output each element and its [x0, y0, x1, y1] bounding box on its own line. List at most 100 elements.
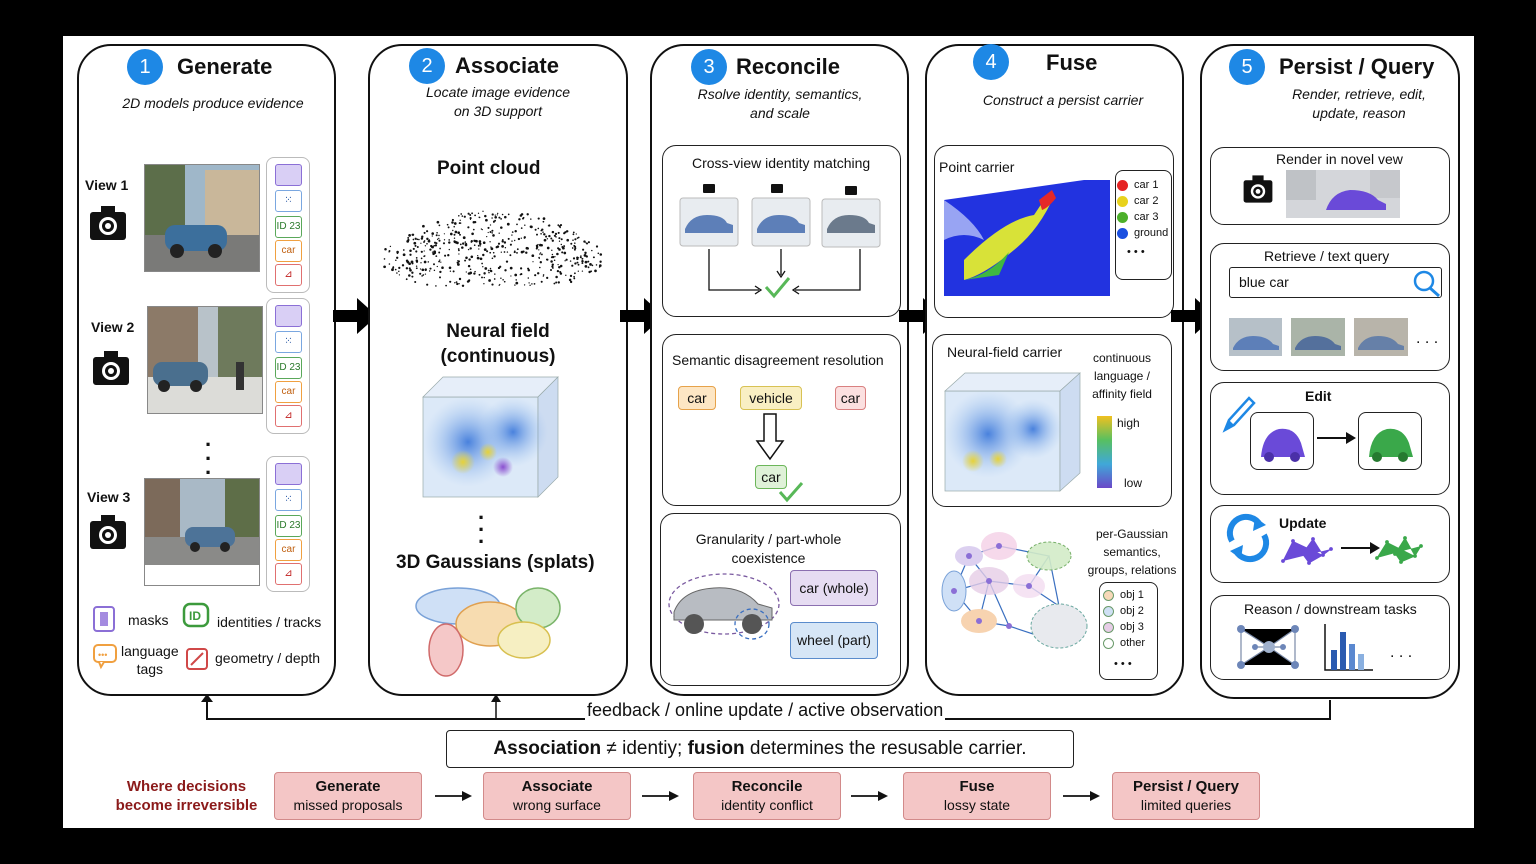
search-icon[interactable]: [1412, 269, 1442, 298]
point-cloud-dot: [489, 231, 492, 233]
point-cloud-dot: [552, 267, 554, 269]
legend-label: car 3: [1134, 211, 1159, 223]
legend-swatch: [1103, 621, 1114, 633]
point-cloud-dot: [449, 232, 453, 236]
point-cloud-dot: [545, 258, 548, 261]
point-cloud-dot: [392, 266, 395, 268]
point-cloud-dot: [581, 257, 584, 260]
point-cloud-dot: [550, 237, 553, 240]
point-cloud-dot: [553, 259, 556, 262]
flow-arrow-1: [333, 298, 377, 334]
point-cloud-dot: [514, 284, 516, 286]
point-cloud-dot: [557, 224, 560, 227]
step-badge-2: 2: [409, 48, 445, 84]
point-cloud-dot: [545, 235, 548, 238]
point-cloud-dot: [396, 256, 399, 259]
point-cloud-dot: [457, 231, 461, 235]
point-cloud-dot: [534, 274, 537, 277]
point-cloud-dot: [402, 253, 406, 257]
check-icon: [764, 277, 791, 299]
point-carrier-illustration: [944, 180, 1110, 296]
point-cloud-dot: [415, 267, 418, 270]
whole-label: car (whole): [790, 570, 878, 606]
legend-item: car 2: [1117, 193, 1168, 209]
point-cloud-dot: [435, 285, 437, 287]
point-cloud-dot: [581, 262, 584, 265]
point-cloud-dot: [565, 274, 567, 277]
point-cloud-dot: [509, 243, 512, 246]
edit-before-car: [1250, 412, 1314, 470]
step-arrow-icon: [642, 791, 679, 801]
bar-chart-icon: [1324, 624, 1373, 671]
point-cloud-dot: [487, 269, 490, 272]
point-cloud-dot: [477, 212, 480, 214]
point-cloud-dot: [498, 216, 501, 219]
point-cloud-dot: [557, 263, 559, 266]
point-cloud-dot: [412, 247, 415, 250]
point-cloud-dot: [448, 239, 451, 241]
point-cloud-dot: [422, 224, 425, 228]
point-cloud-dot: [535, 244, 539, 248]
point-cloud-dot: [451, 221, 454, 224]
neural-desc-line3: affinity field: [1092, 387, 1152, 401]
mask-icon: [275, 305, 302, 327]
text-query-input[interactable]: blue car: [1229, 267, 1442, 298]
point-cloud-dot: [531, 283, 533, 285]
granularity-title-line2: coexistence: [731, 550, 806, 566]
point-cloud-dot: [581, 270, 584, 272]
neural-field-title-line1: Neural field: [446, 321, 550, 342]
point-cloud-dot: [514, 229, 517, 233]
step-arrow-icon: [1063, 791, 1100, 801]
mask-icon: [275, 463, 302, 485]
point-cloud-dot: [497, 242, 501, 245]
point-cloud-dot: [383, 258, 386, 260]
point-cloud-dot: [462, 236, 466, 240]
point-cloud-dot: [452, 229, 454, 232]
evidence-card-view-1: ⁙ ID 23 car ⊿: [266, 157, 310, 293]
point-cloud-dot: [479, 257, 483, 261]
affinity-colorbar: [1097, 416, 1112, 488]
point-cloud-dot: [476, 256, 480, 260]
point-cloud-dot: [543, 238, 547, 242]
point-cloud-dot: [465, 242, 468, 246]
failure-fuse-title: Fuse: [959, 778, 995, 795]
point-carrier-title: Point carrier: [939, 159, 1015, 175]
point-cloud-dot: [426, 283, 429, 286]
point-cloud-dot: [464, 259, 467, 262]
camera-icon: [90, 515, 126, 549]
statement-fusion: fusion: [687, 738, 745, 759]
point-cloud-dot: [553, 234, 556, 237]
point-cloud-dot: [571, 264, 574, 267]
point-cloud-dot: [469, 214, 472, 216]
point-cloud-dot: [582, 248, 585, 251]
point-cloud-dot: [442, 242, 446, 245]
point-cloud-dot: [465, 271, 467, 273]
view-label-3: View 3: [87, 489, 131, 505]
point-cloud-dot: [419, 272, 422, 275]
geometry-icon: ⊿: [275, 264, 302, 286]
cross-view-title: Cross-view identity matching: [692, 155, 871, 171]
legend-label: obj 3: [1120, 621, 1144, 633]
point-cloud-dot: [429, 267, 432, 270]
point-cloud-dot: [517, 237, 521, 241]
point-cloud-dot: [415, 257, 418, 259]
point-cloud-dot: [504, 247, 507, 249]
point-cloud-dot: [539, 261, 542, 264]
car-part-whole-illustration: [668, 573, 780, 640]
geometry-icon: [186, 648, 208, 670]
point-cloud-dot: [485, 218, 488, 222]
point-cloud-dot: [519, 274, 521, 276]
point-cloud-dot: [420, 242, 422, 244]
point-cloud-dot: [599, 253, 603, 256]
point-cloud-dot: [422, 274, 425, 276]
legend-label: other: [1120, 637, 1146, 649]
point-cloud-dot: [472, 228, 475, 231]
point-cloud-dot: [415, 250, 418, 253]
point-cloud-dot: [419, 268, 422, 270]
point-cloud-dot: [500, 226, 503, 229]
point-cloud-dot: [448, 266, 452, 270]
legend-item: obj 1: [1103, 587, 1145, 603]
point-cloud-dot: [577, 257, 580, 259]
legend-language-line1: language: [121, 643, 179, 659]
